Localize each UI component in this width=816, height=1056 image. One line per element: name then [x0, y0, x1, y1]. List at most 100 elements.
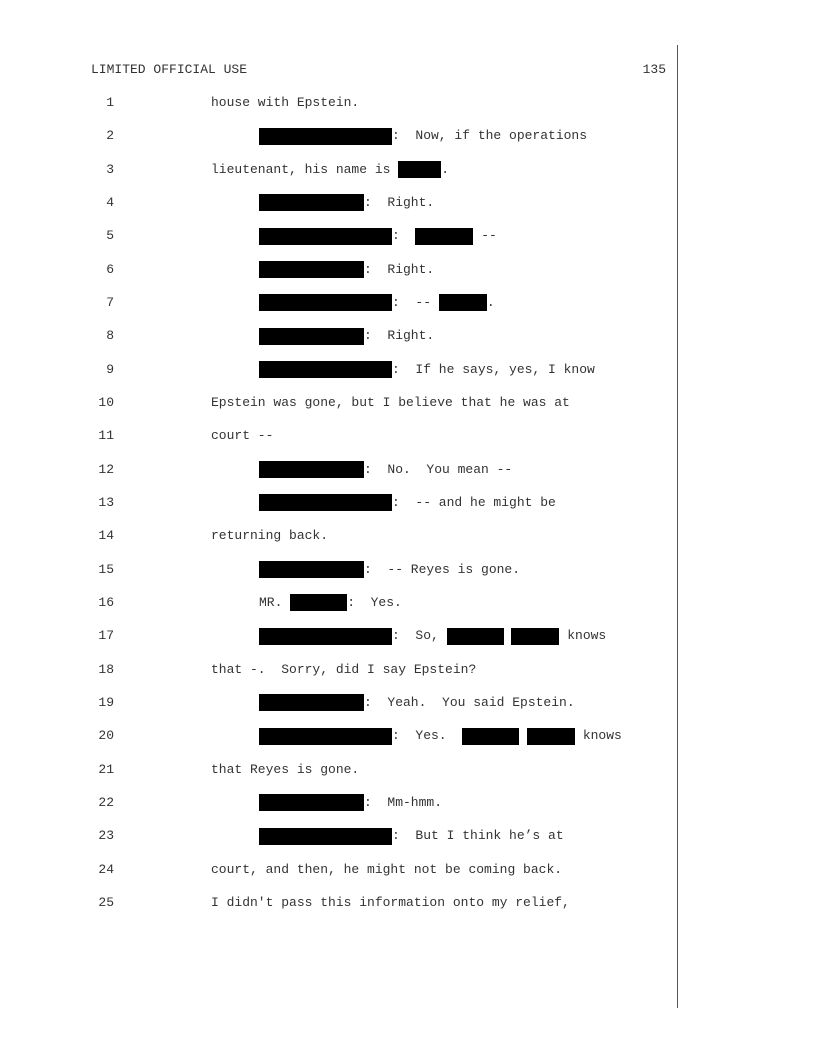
line-number: 23	[98, 828, 114, 844]
redaction-block	[259, 794, 364, 812]
transcript-line: : Right.	[259, 327, 434, 345]
line-text: : -- and he might be	[392, 494, 556, 510]
redaction-block	[446, 627, 504, 645]
redaction-block	[259, 127, 392, 145]
line-text: : Mm-hmm.	[364, 794, 443, 810]
line-text: : Yes.	[392, 728, 463, 744]
line-number: 15	[98, 561, 114, 577]
line-text: : So,	[392, 628, 447, 644]
line-number: 18	[98, 661, 114, 677]
line-text: : Yes.	[347, 594, 402, 610]
line-number: 13	[98, 494, 114, 510]
redaction-block	[462, 727, 520, 745]
transcript-line: : Mm-hmm.	[259, 794, 442, 812]
line-number: 24	[98, 861, 114, 877]
line-number: 7	[106, 294, 114, 310]
line-number: 2	[106, 128, 114, 144]
line-text: : No. You mean --	[364, 461, 513, 477]
transcript-line: court --	[211, 427, 273, 445]
line-text	[519, 727, 527, 745]
line-number: 8	[106, 328, 114, 344]
transcript-line: : Right.	[259, 194, 434, 212]
line-number: 17	[98, 628, 114, 644]
classification-header: LIMITED OFFICIAL USE	[91, 62, 248, 77]
line-text: .	[441, 161, 450, 177]
line-text: lieutenant, his name is	[211, 161, 399, 177]
line-number: 5	[106, 228, 114, 244]
line-number: 22	[98, 794, 114, 810]
line-text: court, and then, he might not be coming …	[211, 861, 563, 877]
transcript-line: lieutenant, his name is .	[211, 161, 449, 179]
transcript-line: : Right.	[259, 261, 434, 279]
line-text: house with Epstein.	[211, 95, 360, 110]
transcript-line: house with Epstein.	[211, 94, 359, 112]
line-text: --	[473, 228, 497, 244]
transcript-line: : --	[259, 227, 497, 245]
line-text: : Right.	[364, 261, 435, 277]
line-text: that Reyes is gone.	[211, 761, 360, 777]
redaction-block	[259, 827, 392, 845]
line-text: .	[486, 294, 495, 310]
redaction-block	[527, 727, 576, 745]
redaction-block	[259, 194, 364, 212]
redaction-block	[259, 261, 364, 279]
transcript-line: : Yes. knows	[259, 727, 622, 745]
line-number: 3	[106, 161, 114, 177]
redaction-block	[415, 227, 474, 245]
line-number: 10	[98, 394, 114, 410]
transcript-line: : Yeah. You said Epstein.	[259, 694, 575, 712]
right-margin-rule	[677, 45, 678, 1008]
line-number: 19	[98, 694, 114, 710]
line-number: 16	[98, 594, 114, 610]
line-text: : -- Reyes is gone.	[364, 561, 521, 577]
redaction-block	[290, 594, 348, 612]
transcript-line: that -. Sorry, did I say Epstein?	[211, 661, 476, 679]
transcript-line: that Reyes is gone.	[211, 761, 359, 779]
transcript-line: : So, knows	[259, 627, 606, 645]
line-text: knows	[559, 628, 607, 644]
redaction-block	[511, 627, 560, 645]
redaction-block	[398, 161, 442, 179]
redaction-block	[259, 561, 364, 579]
transcript-line: : -- .	[259, 294, 495, 312]
transcript-line: I didn't pass this information onto my r…	[211, 894, 570, 912]
transcript-line: : Now, if the operations	[259, 127, 587, 145]
transcript-line: MR. : Yes.	[259, 594, 402, 612]
line-text: I didn't pass this information onto my r…	[211, 894, 570, 910]
transcript-line: : -- Reyes is gone.	[259, 561, 520, 579]
transcript-line: returning back.	[211, 527, 328, 545]
line-number: 25	[98, 894, 114, 910]
line-text: MR.	[259, 594, 291, 610]
line-text	[504, 627, 512, 645]
line-text: : If he says, yes, I know	[392, 361, 595, 377]
line-number: 1	[106, 95, 114, 110]
redaction-block	[259, 627, 392, 645]
line-number: 6	[106, 261, 114, 277]
redaction-block	[259, 361, 392, 379]
line-text: : Right.	[364, 194, 435, 210]
line-number: 12	[98, 461, 114, 477]
line-text: : Now, if the operations	[392, 128, 588, 144]
redaction-block	[259, 694, 364, 712]
line-text: court --	[211, 428, 274, 444]
redaction-block	[259, 461, 364, 479]
line-number: 9	[106, 361, 114, 377]
line-number: 20	[98, 728, 114, 744]
transcript-line: : No. You mean --	[259, 461, 512, 479]
transcript-line: : -- and he might be	[259, 494, 556, 512]
page-number: 135	[642, 62, 666, 77]
transcript-line: : But I think he’s at	[259, 827, 564, 845]
redaction-block	[259, 227, 392, 245]
transcript-line: : If he says, yes, I know	[259, 361, 595, 379]
redaction-block	[259, 494, 392, 512]
redaction-block	[259, 327, 364, 345]
line-text: Epstein was gone, but I believe that he …	[211, 394, 570, 410]
redaction-block	[259, 727, 392, 745]
line-text: : Yeah. You said Epstein.	[364, 694, 575, 710]
line-number: 11	[98, 428, 114, 444]
line-text: : --	[392, 294, 439, 310]
line-text: : Right.	[364, 328, 435, 344]
line-number: 14	[98, 528, 114, 544]
line-number: 21	[98, 761, 114, 777]
redaction-block	[259, 294, 392, 312]
